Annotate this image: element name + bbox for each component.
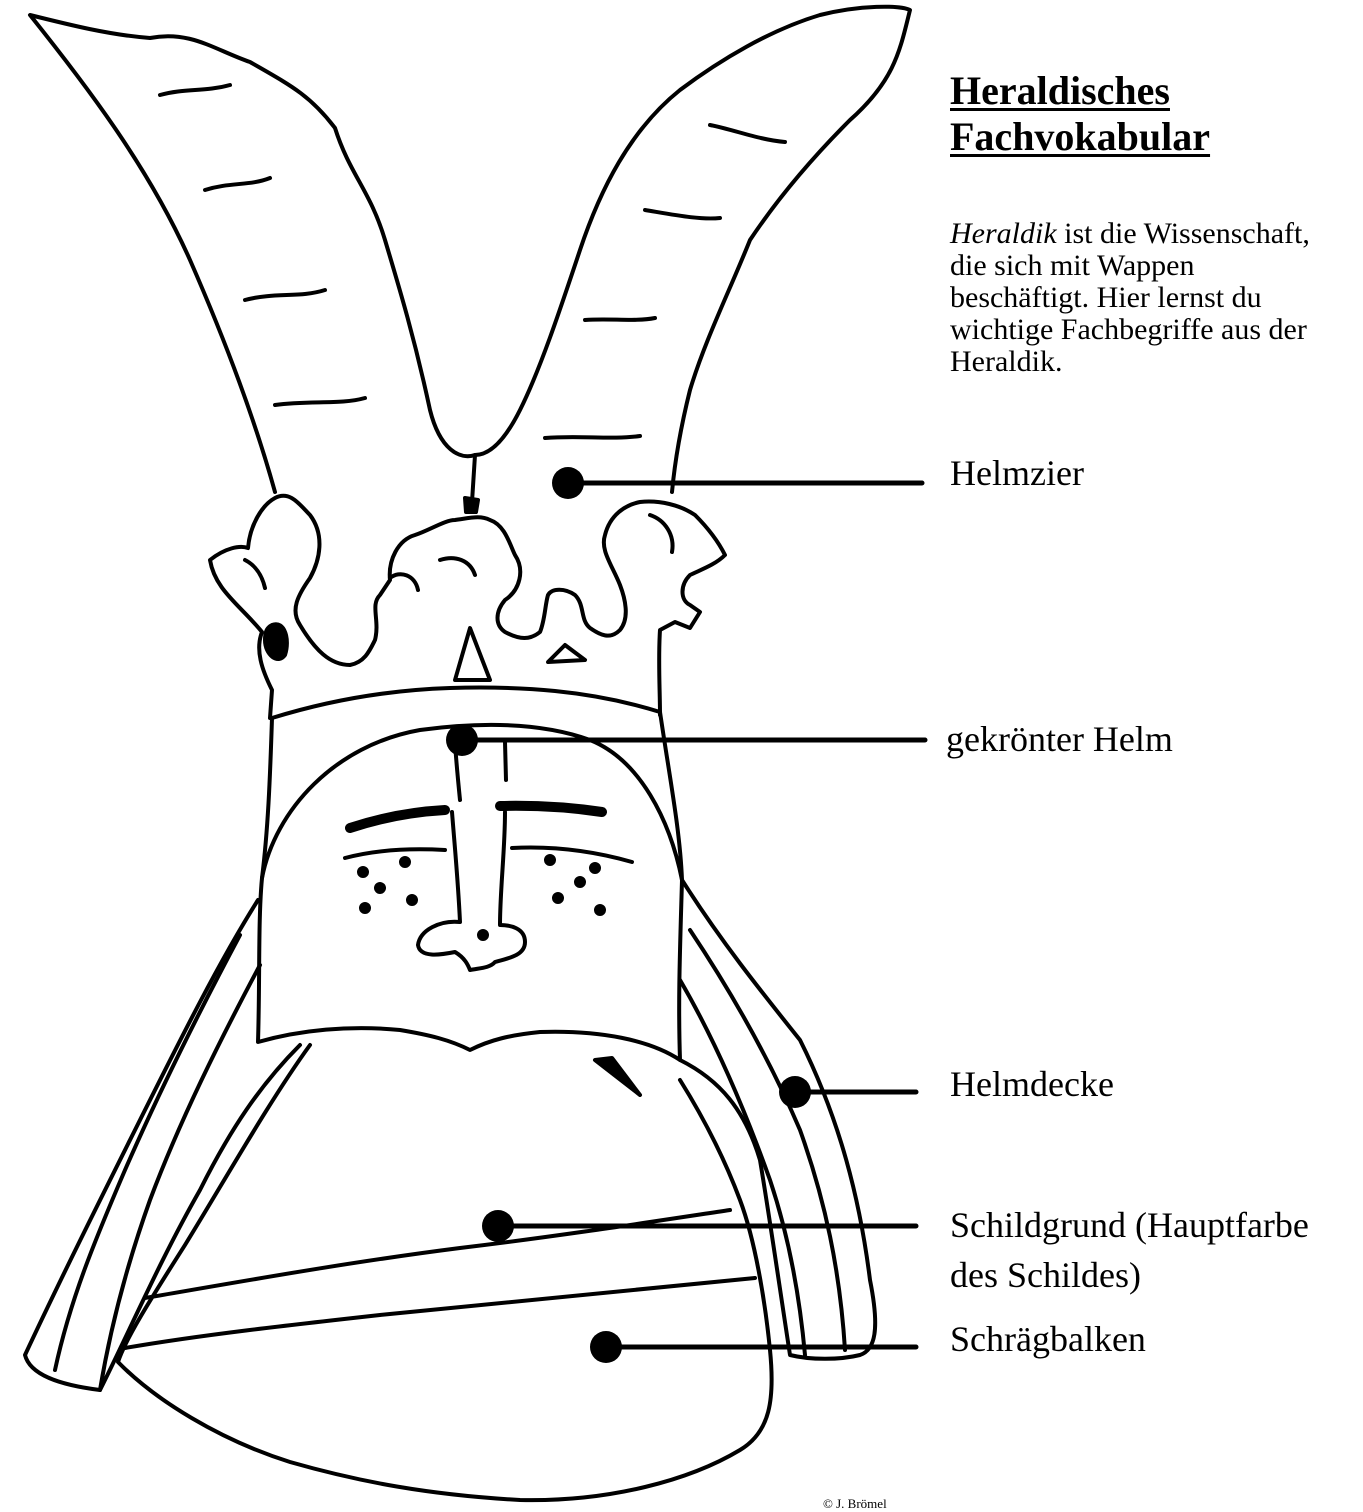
dot-schildgrund: [482, 1210, 514, 1242]
dot-helmdecke: [779, 1076, 811, 1108]
intro-line-1: Heraldik ist die Wissenschaft,: [950, 218, 1363, 250]
crown: [210, 496, 725, 718]
dot-schraegbalken: [590, 1331, 622, 1363]
label-schildgrund-line-2: des Schildes): [950, 1255, 1141, 1295]
shield: [118, 1045, 772, 1500]
intro-term: Heraldik: [950, 217, 1057, 250]
dot-helm: [446, 724, 478, 756]
label-schildgrund-line-1: Schildgrund (Hauptfarbe: [950, 1205, 1309, 1245]
intro-line-2: die sich mit Wappen: [950, 250, 1363, 282]
intro-line-1-rest: ist die Wissenschaft,: [1057, 217, 1310, 250]
intro-line-4: wichtige Fachbegriffe aus der: [950, 314, 1363, 346]
title-line-2: Fachvokabular: [950, 114, 1210, 160]
helmet: [258, 712, 682, 1060]
copyright-note: © J. Brömel: [823, 1496, 887, 1512]
mantling: [25, 880, 875, 1390]
page-title: Heraldisches Fachvokabular: [950, 68, 1210, 160]
title-line-1: Heraldisches: [950, 68, 1210, 114]
crest-horns: [30, 7, 910, 512]
intro-line-5: Heraldik.: [950, 346, 1363, 378]
label-schraegbalken: Schrägbalken: [950, 1319, 1146, 1359]
dot-helmzier: [552, 467, 584, 499]
label-helm: gekrönter Helm: [946, 719, 1173, 759]
label-helmdecke: Helmdecke: [950, 1064, 1114, 1104]
intro-line-3: beschäftigt. Hier lernst du: [950, 282, 1363, 314]
intro-text: Heraldik ist die Wissenschaft, die sich …: [950, 218, 1363, 378]
label-helmzier: Helmzier: [950, 453, 1084, 493]
